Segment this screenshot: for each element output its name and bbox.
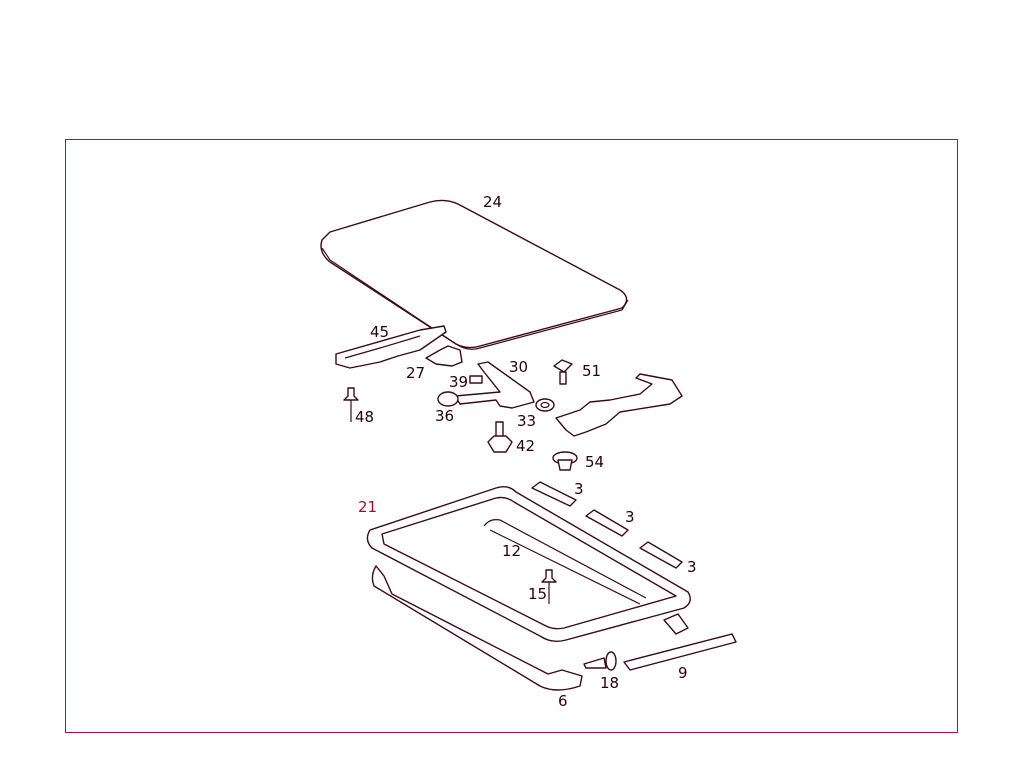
part-3-guide-c[interactable] <box>639 541 683 569</box>
callout-18: 18 <box>600 674 619 692</box>
part-30-lever[interactable] <box>454 361 535 409</box>
part-48-rivet[interactable] <box>343 387 359 422</box>
callout-39: 39 <box>449 373 468 391</box>
callout-45: 45 <box>370 323 389 341</box>
callout-54: 54 <box>585 453 604 471</box>
part-9-strip[interactable] <box>623 633 737 671</box>
part-36-slider[interactable] <box>437 391 459 407</box>
part-15-rivet[interactable] <box>541 569 557 604</box>
callout-3b: 3 <box>625 508 635 526</box>
part-54-nut[interactable] <box>552 451 578 471</box>
callout-36: 36 <box>435 407 454 425</box>
callout-6: 6 <box>558 692 568 710</box>
callout-51: 51 <box>582 362 601 380</box>
part-clip[interactable] <box>663 613 689 635</box>
part-6-frame-rail[interactable] <box>371 565 583 691</box>
callout-21: 21 <box>358 498 377 516</box>
callout-24: 24 <box>483 193 502 211</box>
callout-9: 9 <box>678 664 688 682</box>
callout-27: 27 <box>406 364 425 382</box>
part-51-clip-screw[interactable] <box>553 359 573 385</box>
part-27-bracket[interactable] <box>425 345 463 367</box>
callout-3a: 3 <box>574 480 584 498</box>
callout-42: 42 <box>516 437 535 455</box>
diagram-frame <box>65 139 958 733</box>
part-18-screw[interactable] <box>583 651 617 671</box>
part-21-frame-seal[interactable] <box>366 485 691 643</box>
part-mechanism-right[interactable] <box>555 373 683 437</box>
part-39-pad[interactable] <box>469 375 483 384</box>
callout-33: 33 <box>517 412 536 430</box>
part-42-bolt[interactable] <box>487 421 513 453</box>
part-45-guide-rail[interactable] <box>335 325 447 369</box>
part-33-washer[interactable] <box>535 398 555 412</box>
callout-48: 48 <box>355 408 374 426</box>
callout-15: 15 <box>528 585 547 603</box>
callout-30: 30 <box>509 358 528 376</box>
part-24-sunroof-panel[interactable] <box>320 199 629 350</box>
part-3-guide-a[interactable] <box>531 481 577 507</box>
callout-12: 12 <box>502 542 521 560</box>
callout-3c: 3 <box>687 558 697 576</box>
part-12-drain-channel[interactable] <box>483 519 647 605</box>
part-3-guide-b[interactable] <box>585 509 629 537</box>
